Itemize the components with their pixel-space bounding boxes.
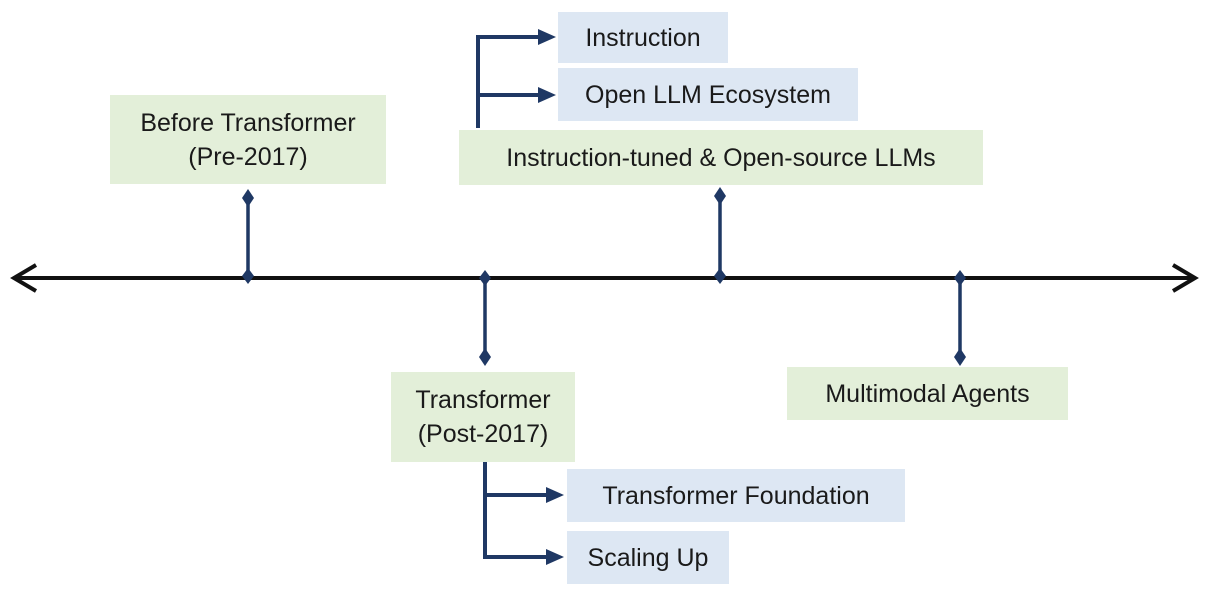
era-before-transformer: Before Transformer (Pre-2017) bbox=[110, 95, 386, 184]
branch-transformer-topics bbox=[483, 461, 564, 565]
topic-transformer-foundation: Transformer Foundation bbox=[567, 469, 905, 522]
topic-transformer-foundation-label: Transformer Foundation bbox=[602, 481, 870, 510]
arrowhead-icon bbox=[546, 549, 564, 565]
topic-open-llm-label: Open LLM Ecosystem bbox=[585, 80, 831, 109]
era-transformer-line1: Transformer bbox=[415, 386, 551, 414]
axis-right-arrow-icon bbox=[1171, 263, 1199, 293]
connector-transformer bbox=[479, 270, 491, 366]
era-multimodal-label: Multimodal Agents bbox=[825, 379, 1030, 408]
connector-before bbox=[242, 189, 254, 284]
topic-scaling-up: Scaling Up bbox=[567, 531, 729, 584]
topic-instruction-label: Instruction bbox=[585, 23, 701, 52]
arrowhead-icon bbox=[546, 487, 564, 503]
arrowhead-icon bbox=[538, 29, 556, 45]
topic-instruction: Instruction bbox=[558, 12, 728, 63]
branch-instruction-topics bbox=[476, 29, 556, 128]
arrowhead-icon bbox=[538, 87, 556, 103]
era-before-line2: (Pre-2017) bbox=[188, 142, 308, 171]
era-instruction-tuned: Instruction-tuned & Open-source LLMs bbox=[459, 130, 983, 185]
era-transformer-line2: (Post-2017) bbox=[417, 420, 549, 448]
era-multimodal-agents: Multimodal Agents bbox=[787, 367, 1068, 420]
connector-multimodal bbox=[954, 270, 966, 366]
era-before-line1: Before Transformer bbox=[140, 108, 356, 137]
era-instruction-label: Instruction-tuned & Open-source LLMs bbox=[506, 143, 936, 172]
axis-left-arrow-icon bbox=[10, 263, 38, 293]
topic-open-llm-ecosystem: Open LLM Ecosystem bbox=[558, 68, 858, 121]
connector-instruction bbox=[714, 187, 726, 284]
topic-scaling-up-label: Scaling Up bbox=[587, 543, 709, 572]
era-transformer: Transformer (Post-2017) bbox=[391, 372, 575, 462]
